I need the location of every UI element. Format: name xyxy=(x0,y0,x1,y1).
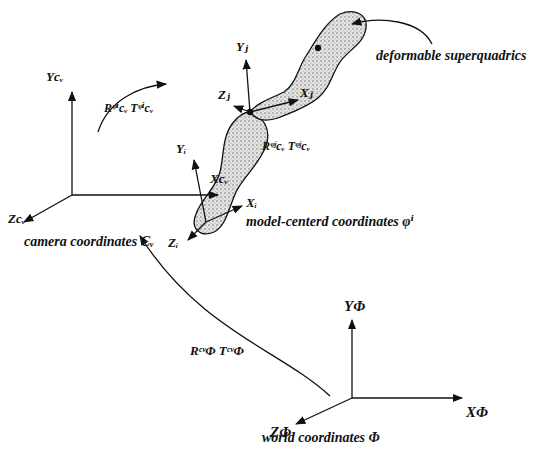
frame-j-axes xyxy=(234,60,298,112)
leader-arrow xyxy=(352,20,432,44)
transform-label: RᶜᵛΦ TᶜᵛΦ xyxy=(190,344,244,358)
transform-arrow xyxy=(98,84,166,132)
frame-i-axes xyxy=(188,160,242,240)
axis-label: Xcᵥ xyxy=(210,172,228,186)
frame-name: camera coordinates Cᵥ xyxy=(24,234,154,249)
axis-label: Zⱼ xyxy=(218,88,230,102)
axis-label: YΦ xyxy=(344,298,365,315)
axis-label: XΦ xyxy=(466,404,488,421)
axis-label: Yⱼ xyxy=(236,40,248,54)
transform-label: Rᵠʲcᵥ Tᵠʲcᵥ xyxy=(262,140,310,153)
frame-name: model-centerd coordinates φⁱ xyxy=(246,214,414,229)
axis-label: Xⱼ xyxy=(300,86,313,100)
axis-label: Ycᵥ xyxy=(46,70,63,84)
transform-arrow xyxy=(140,236,330,396)
axis-label: Xᵢ xyxy=(246,196,257,210)
world-axes xyxy=(296,320,462,424)
axis-label: Yᵢ xyxy=(176,142,186,156)
transform-label: Rᵠⁱcᵥ Tᵠⁱcᵥ xyxy=(104,102,153,115)
superquadric-j xyxy=(250,12,366,120)
axis-label: Zᵢ xyxy=(168,236,178,250)
axis-label: Zcᵥ xyxy=(8,212,25,226)
camera-axes xyxy=(24,92,218,222)
frame-name: world coordinates Φ xyxy=(262,430,380,445)
shape-name: deformable superquadrics xyxy=(376,48,527,63)
